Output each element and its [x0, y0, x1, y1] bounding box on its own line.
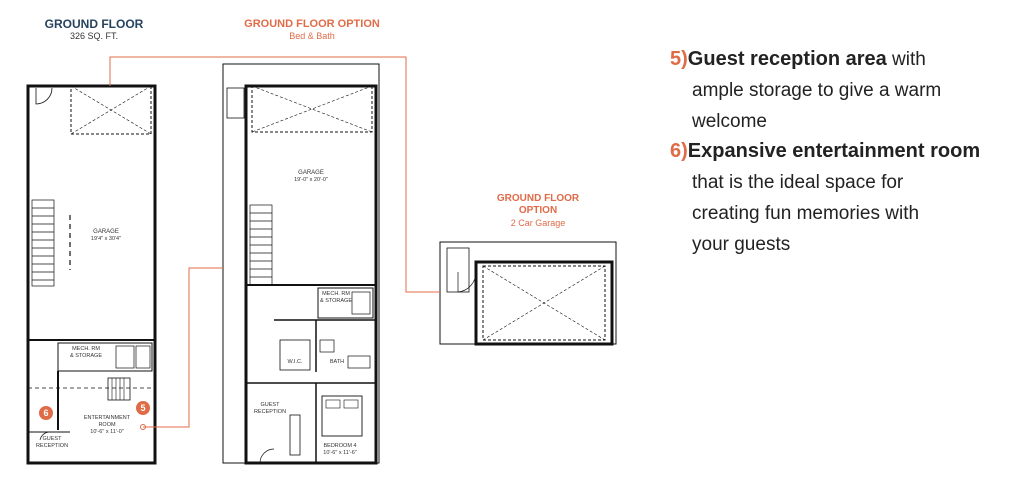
bb-room-label-guest: GUEST [260, 402, 280, 408]
marker-5-label: 5 [140, 403, 146, 413]
garage-door-zone [251, 85, 373, 133]
bed-bath-subtitle: Bed & Bath [289, 31, 335, 41]
wic [279, 339, 311, 371]
two-car-subtitle: 2 Car Garage [510, 218, 566, 228]
two-car-garage-plan [439, 241, 617, 346]
ground-floor-plan [26, 84, 157, 465]
room-label-entertainment: ENTERTAINMENT [83, 415, 131, 421]
room-label-guest: GUEST [42, 436, 62, 442]
bb-room-label-garage: GARAGE [298, 170, 324, 176]
leader-dot [140, 424, 146, 430]
outer-wall [244, 84, 378, 465]
room-label-garage: GARAGE [93, 229, 119, 235]
bb-room-dim-bedroom: 10'-6" x 11'-6" [323, 450, 357, 456]
leader-line-garage [109, 56, 440, 293]
feature-6-title: Expansive entertainment room [687, 140, 981, 162]
feature-6-line-3: your guests [692, 234, 791, 255]
ground-floor-title: GROUND FLOOR [44, 17, 144, 31]
room-dim-entertainment: 10'-6" x 11'-0" [90, 429, 124, 435]
stairs [31, 199, 55, 287]
ground-floor-area: 326 SQ. FT. [69, 31, 119, 41]
mech-room [57, 342, 153, 372]
feature-5: 5)Guest reception area with [670, 44, 926, 75]
feature-5-rest: with [886, 49, 926, 70]
bb-room-label-wic: W.I.C. [287, 359, 303, 365]
bed-bath-title: GROUND FLOOR OPTION [244, 18, 380, 30]
feature-6-line-2: creating fun memories with [692, 203, 920, 224]
marker-6 [39, 406, 53, 420]
feature-5-title: Guest reception area [687, 48, 887, 70]
room-label-mech: MECH. RM [72, 346, 100, 352]
bed [321, 395, 363, 437]
room-label-reception: RECEPTION [35, 443, 69, 449]
garage-door-zone [70, 85, 152, 135]
plan-markers [39, 401, 150, 420]
mech-room [317, 287, 374, 319]
bb-room-label-bedroom: BEDROOM 4 [323, 443, 357, 449]
entertainment-stair [107, 377, 131, 401]
garage-door-diagonal [70, 85, 152, 135]
room-label-storage: & STORAGE [70, 353, 102, 359]
feature-5-line-1: ample storage to give a warm [692, 80, 942, 101]
two-car-title-line2: OPTION [518, 205, 558, 216]
marker-5 [136, 401, 150, 415]
feature-5-line-2: welcome [692, 111, 767, 132]
feature-6-line-1: that is the ideal space for [692, 172, 904, 193]
bb-room-label-mech: MECH. RM [322, 291, 350, 297]
bb-room-label-storage: & STORAGE [320, 298, 352, 304]
bb-room-dim-garage: 19'-0" x 20'-0" [294, 177, 328, 183]
bed-bath-plan [222, 63, 380, 465]
outer-wall [474, 260, 614, 346]
stairs [249, 204, 273, 286]
feature-5-number: 5) [670, 48, 688, 70]
callout-lines [109, 56, 440, 430]
bb-room-label-bath: BATH [329, 359, 345, 365]
room-label-entertainment-room: ROOM [98, 422, 116, 428]
marker-6-label: 6 [43, 408, 49, 418]
room-dim-garage: 19'4" x 30'4" [90, 236, 122, 242]
feature-6: 6)Expansive entertainment room [670, 136, 980, 167]
two-car-title-line1: GROUND FLOOR [496, 193, 580, 204]
door-swing [35, 87, 53, 105]
bb-room-label-reception: RECEPTION [253, 409, 287, 415]
feature-6-number: 6) [670, 140, 688, 162]
leader-line-bed-bath [143, 267, 223, 428]
